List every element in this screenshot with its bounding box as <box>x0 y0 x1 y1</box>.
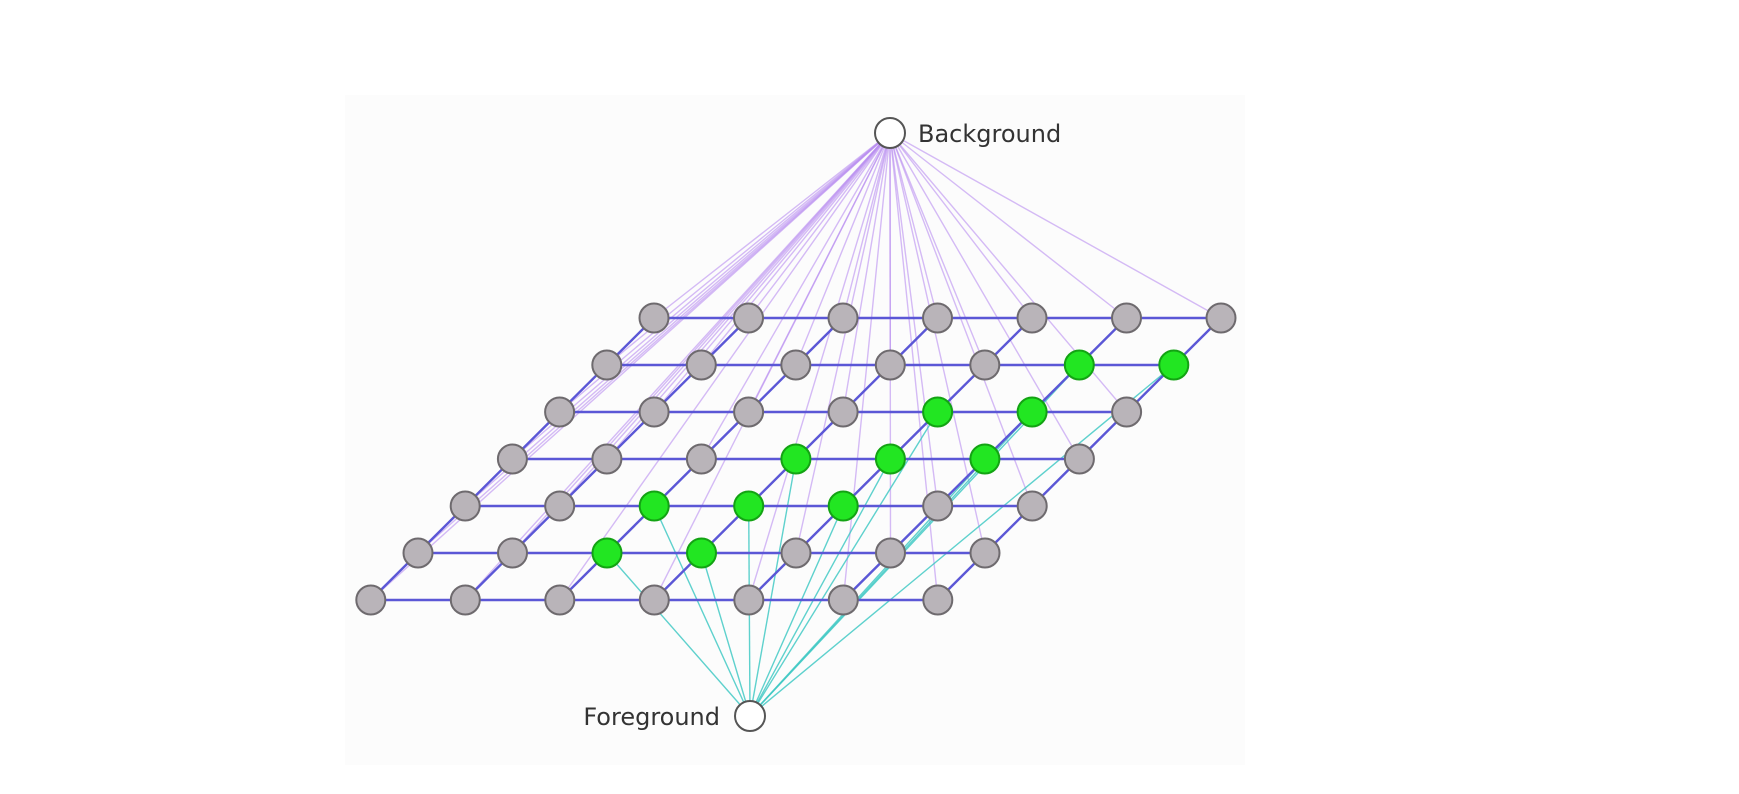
background-link <box>795 132 891 554</box>
foreground-link <box>653 505 751 717</box>
pixel-node <box>402 537 434 569</box>
background-link <box>370 132 891 601</box>
pixel-node <box>827 584 859 616</box>
pixel-node <box>496 443 528 475</box>
pixel-node <box>355 584 387 616</box>
pixel-node <box>875 537 906 569</box>
pixel-node <box>922 490 954 522</box>
background-link <box>653 132 891 601</box>
pixel-node <box>874 349 906 381</box>
foreground-pixel-node <box>733 490 765 522</box>
pixel-node <box>1111 302 1142 334</box>
pixel-node <box>969 537 1001 569</box>
background-link <box>700 132 891 366</box>
pixel-node <box>638 396 670 428</box>
pixel-node <box>544 396 576 428</box>
pixel-node <box>591 443 623 475</box>
pixel-node <box>780 537 812 569</box>
foreground-pixel-node <box>591 537 623 569</box>
pixel-node <box>685 443 717 475</box>
foreground-pixel-node <box>827 490 859 522</box>
foreground-link <box>749 505 844 717</box>
background-link <box>842 132 891 601</box>
background-link <box>748 132 891 601</box>
pixel-node <box>827 396 859 428</box>
foreground-link <box>749 458 892 717</box>
foreground-link <box>749 411 939 717</box>
terminals: Background Foreground <box>583 117 1061 732</box>
foreground-label: Foreground <box>583 703 720 731</box>
background-link <box>889 132 1222 319</box>
pixel-node <box>449 490 481 522</box>
grid-nodes <box>355 302 1237 616</box>
background-link <box>889 132 1033 319</box>
foreground-pixel-node <box>638 490 670 522</box>
foreground-pixel-node <box>922 396 954 428</box>
background-link <box>889 132 1033 507</box>
foreground-pixel-node <box>686 537 717 569</box>
background-link <box>653 132 891 319</box>
foreground-link <box>749 458 797 717</box>
background-link <box>889 132 1081 460</box>
pixel-node <box>685 349 717 381</box>
pixel-node <box>969 349 1001 381</box>
foreground-pixel-node <box>969 443 1001 475</box>
foreground-link <box>606 552 751 717</box>
pixel-node <box>1016 302 1048 334</box>
pixel-node <box>449 584 481 616</box>
pixel-node <box>733 302 764 334</box>
background-link <box>889 132 986 366</box>
background-links <box>370 132 1222 601</box>
pixel-node <box>1063 443 1095 475</box>
background-link <box>464 132 891 601</box>
foreground-pixel-node <box>1016 396 1048 428</box>
pixel-node <box>1205 302 1237 334</box>
background-link <box>700 132 891 460</box>
background-link <box>795 132 891 366</box>
background-link <box>889 132 939 507</box>
pixel-node <box>1111 396 1143 428</box>
pixel-node <box>638 302 670 334</box>
pixel-node <box>1016 490 1048 522</box>
pixel-node <box>497 537 528 569</box>
background-link <box>559 132 891 601</box>
pixel-node <box>780 349 812 381</box>
foreground-pixel-node <box>1063 349 1095 381</box>
background-link <box>747 132 891 319</box>
background-label: Background <box>918 120 1061 148</box>
pixel-node <box>544 490 576 522</box>
pixel-node <box>638 584 670 616</box>
background-link <box>842 132 891 319</box>
pixel-node <box>733 584 765 616</box>
pixel-node <box>922 584 954 616</box>
pixel-node <box>827 302 859 334</box>
background-terminal-node <box>874 117 906 149</box>
pixel-node <box>733 396 765 428</box>
foreground-pixel-node <box>1158 349 1190 381</box>
foreground-link <box>749 364 1175 717</box>
background-link <box>889 132 892 554</box>
background-link <box>889 132 1127 319</box>
foreground-pixel-node <box>874 443 906 475</box>
foreground-pixel-node <box>780 443 812 475</box>
foreground-link <box>700 552 751 717</box>
foreground-terminal-node <box>734 700 766 732</box>
background-link <box>889 132 939 319</box>
pixel-node <box>544 584 576 616</box>
pixel-node <box>922 302 953 334</box>
pixel-node <box>591 349 623 381</box>
